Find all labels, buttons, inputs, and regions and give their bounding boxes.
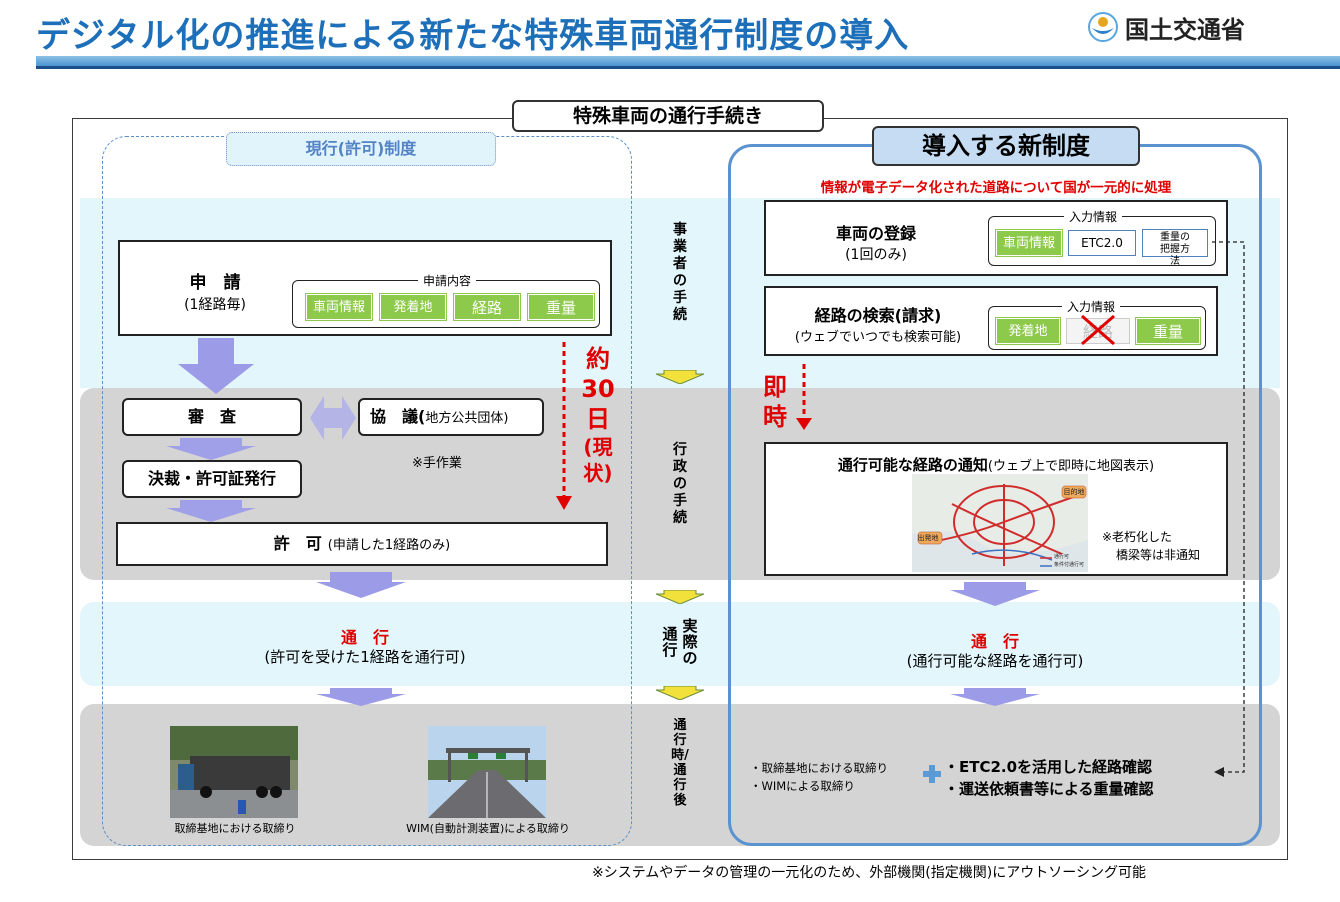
thirty-days-label: 約 30 日 (現 状) (580, 344, 616, 486)
notice-note1: ※老朽化した (1102, 530, 1173, 544)
ministry-name: 国土交通省 (1125, 16, 1245, 44)
down-arrow-icon (316, 688, 406, 706)
double-arrow-icon (310, 396, 356, 440)
permit-title: 許 可 (273, 534, 322, 553)
chip-weight: 重量 (1136, 318, 1200, 344)
consultation-sub: 地方公共団体) (425, 411, 509, 426)
application-sub: (1経路毎) (184, 297, 246, 313)
stage-actual-col2: 通行 (662, 625, 678, 659)
enforcement-left1: ・取締基地における取締り (750, 761, 888, 775)
notice-note2: 橋梁等は非通知 (1116, 548, 1201, 562)
instant-label: 即 時 (758, 372, 792, 432)
map-legend-passable: 通行可 (1054, 554, 1070, 560)
new-system-title: 導入する新制度 (872, 126, 1140, 166)
enforcement-right2: ・運送依頼書等による重量確認 (944, 780, 1154, 798)
truck-inspection-photo (170, 726, 298, 818)
yellow-arrow-icon (656, 590, 704, 604)
stage-actual-col1: 実際の (682, 617, 698, 667)
instant-line1: 即 (763, 373, 787, 401)
yellow-arrow-icon (656, 686, 704, 700)
permit-sub: (申請した1経路のみ) (327, 538, 451, 553)
down-arrow-icon (950, 688, 1040, 706)
header-rule (36, 56, 1340, 66)
current-system-title: 現行(許可)制度 (226, 132, 496, 166)
dotted-down-arrow-icon (556, 342, 572, 510)
search-sub: (ウェブでいつでも検索可能) (794, 330, 962, 345)
down-arrow-icon (166, 500, 256, 522)
chip-weight-method: 重量の把握方法 (1142, 229, 1208, 267)
consultation-box: 協 議(地方公共団体) (358, 398, 544, 436)
dashed-connector-arrow (1212, 241, 1245, 777)
chip-etc2: ETC2.0 (1068, 230, 1136, 256)
days-line2: 30 (581, 375, 615, 403)
stage-admin: 行政の手続 (673, 442, 687, 526)
search-input-label: 入力情報 (1062, 298, 1121, 315)
days-line1: 約 (586, 345, 610, 373)
stage-after: 通行時/通行後 (671, 718, 689, 808)
wim-gantry-photo (428, 726, 546, 818)
chip-weight: 重量 (528, 294, 594, 320)
instant-line2: 時 (763, 403, 787, 431)
notice-heading: 通行可能な経路の通知(ウェブ上で即時に地図表示) (770, 454, 1222, 475)
permit-box: 許 可 (申請した1経路のみ) (116, 522, 608, 566)
days-line3: 日 (586, 405, 610, 433)
review-box: 審 査 (122, 398, 302, 436)
new-passage-sub: (通行可能な経路を通行可) (906, 652, 1084, 670)
notice-title: 通行可能な経路の通知 (837, 456, 988, 474)
days-line5: 状) (583, 461, 613, 485)
application-title: 申 請 (189, 273, 241, 293)
map-label-destination: 目的地 (1063, 488, 1085, 496)
footnote: ※システムやデータの管理の一元化のため、外部機関(指定機関)にアウトソーシング可… (592, 865, 1146, 881)
enforcement-left2: ・WIMによる取締り (750, 779, 855, 793)
map-legend-conditional: 条件付通行可 (1054, 562, 1085, 568)
page-title: デジタル化の推進による新たな特殊車両通行制度の導入 (36, 16, 910, 56)
photo2-caption: WIM(自動計測装置)による取締り (406, 822, 570, 835)
days-line4: (現 (583, 435, 613, 459)
mlit-logo-icon (1088, 12, 1118, 42)
chip-vehicle-info: 車両情報 (996, 230, 1062, 256)
search-title: 経路の検索(請求) (814, 306, 942, 325)
application-contents-label: 申請内容 (418, 272, 477, 289)
registration-title: 車両の登録 (835, 224, 916, 243)
enforcement-right1: ・ETC2.0を活用した経路確認 (944, 758, 1153, 776)
stage-operator: 事業者の手続 (673, 222, 687, 323)
approval-box: 決裁・許可証発行 (122, 460, 302, 498)
header-rule-dark (36, 66, 1340, 69)
down-arrow-icon (316, 572, 406, 598)
manual-note: ※手作業 (412, 456, 462, 471)
stage-actual: 実際の 通行 (657, 618, 703, 666)
chip-route: 経路 (454, 294, 520, 320)
yellow-arrow-icon (656, 370, 704, 384)
registration-input-label: 入力情報 (1064, 208, 1123, 225)
chip-origin-destination: 発着地 (380, 294, 446, 320)
cross-icon (1081, 314, 1115, 346)
route-map-image (912, 474, 1088, 572)
current-passage-title: 通 行 (340, 628, 389, 647)
photo1-caption: 取締基地における取締り (174, 822, 296, 835)
procedure-title: 特殊車両の通行手続き (512, 100, 824, 132)
new-system-subtitle: 情報が電子データ化された道路について国が一元的に処理 (820, 180, 1172, 196)
down-arrow-icon (950, 582, 1040, 606)
notice-sub: (ウェブ上で即時に地図表示) (987, 459, 1155, 474)
dotted-down-arrow-icon (796, 364, 812, 430)
down-arrow-icon (178, 338, 254, 394)
map-label-origin: 出発地 (917, 534, 939, 542)
consultation-title: 協 議( (370, 407, 426, 426)
new-passage-title: 通 行 (970, 632, 1019, 651)
chip-vehicle-info: 車両情報 (306, 294, 372, 320)
registration-sub: (1回のみ) (845, 247, 907, 263)
chip-origin-destination: 発着地 (996, 318, 1060, 344)
plus-icon (923, 765, 941, 783)
current-passage-sub: (許可を受けた1経路を通行可) (264, 648, 466, 666)
down-arrow-icon (166, 438, 256, 460)
band-actual (80, 602, 1280, 686)
